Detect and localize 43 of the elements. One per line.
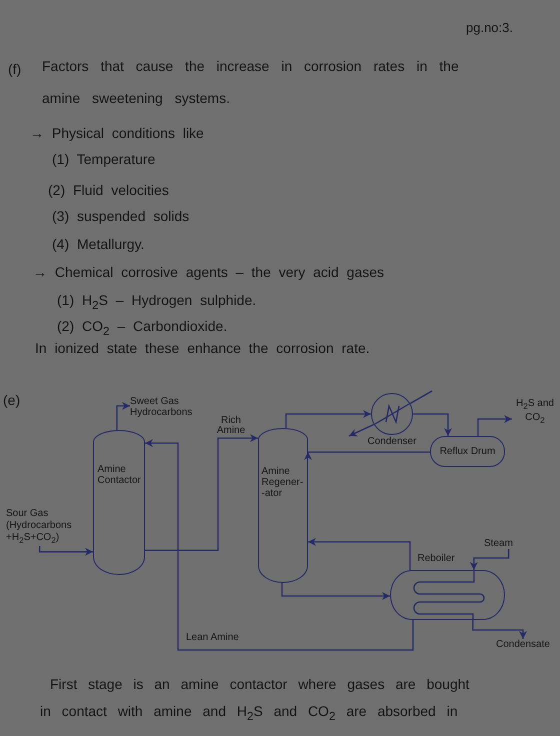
list-item: (2) Fluid velocities (48, 181, 169, 199)
column-vessel (93, 430, 145, 575)
equipment-label: Amine Regener- -ator (262, 466, 304, 498)
flow-arrow (145, 439, 414, 651)
list-item: (1) H$_{2}$S – Hydrogen sulphide. (57, 291, 256, 314)
edge-label: Rich Amine (214, 416, 248, 436)
column-vessel (258, 428, 308, 583)
flow-arrow (304, 451, 430, 460)
flow-arrow (472, 620, 527, 639)
flow-arrow (477, 415, 512, 436)
flow-arrow (348, 424, 374, 437)
page-number: pg.no:3. (466, 19, 513, 37)
flow-arrow (308, 538, 411, 570)
equipment-label: Reboiler (418, 552, 455, 564)
stream-label: Sour Gas (Hydrocarbons +H$_{2}$S+CO$_{2}$) (6, 508, 90, 546)
list-heading: → Chemical corrosive agents – the very acid gases (33, 263, 384, 281)
list-item: (2) CO$_{2}$ – Carbondioxide. (57, 317, 228, 340)
flow-arrow (281, 583, 390, 600)
question-text: Factors that cause the increase in corrosion rates in the amine sweetening systems. (42, 57, 460, 108)
list-heading: → Physical conditions like (30, 124, 204, 142)
edge-label: Lean Amine (186, 633, 239, 643)
stream-label: H$_{2}$S and CO$_{2}$ (512, 398, 558, 426)
equipment-label: Amine Contactor (98, 464, 141, 486)
equipment-label: Condenser (368, 436, 416, 446)
stream-label: Steam (484, 538, 513, 549)
flow-arrow (116, 402, 130, 430)
flow-arrow (470, 549, 510, 570)
question-number: (e) (3, 391, 20, 409)
note-text: In ionized state these enhance the corrosion rate. (35, 339, 370, 357)
flow-arrow (145, 434, 258, 552)
list-item: (4) Metallurgy. (52, 235, 144, 253)
drum-vessel (430, 436, 505, 467)
paragraph: First stage is an amine contactor where gases are bought in contact with amine and H$_{2}$S and CO$_{2}$ are absorbed in (40, 675, 470, 725)
flow-arrow (285, 410, 371, 428)
flow-arrow (38, 546, 93, 556)
flow-line (410, 390, 432, 404)
flow-arrow (413, 413, 452, 436)
list-item: (1) Temperature (52, 150, 156, 168)
list-item: (3) suspended solids (52, 207, 190, 225)
question-number: (f) (8, 60, 22, 78)
stream-label: Sweet Gas Hydrocarbons (130, 396, 202, 418)
equipment-label: Reflux Drum (440, 446, 496, 457)
stream-label: Condensate (496, 639, 550, 650)
